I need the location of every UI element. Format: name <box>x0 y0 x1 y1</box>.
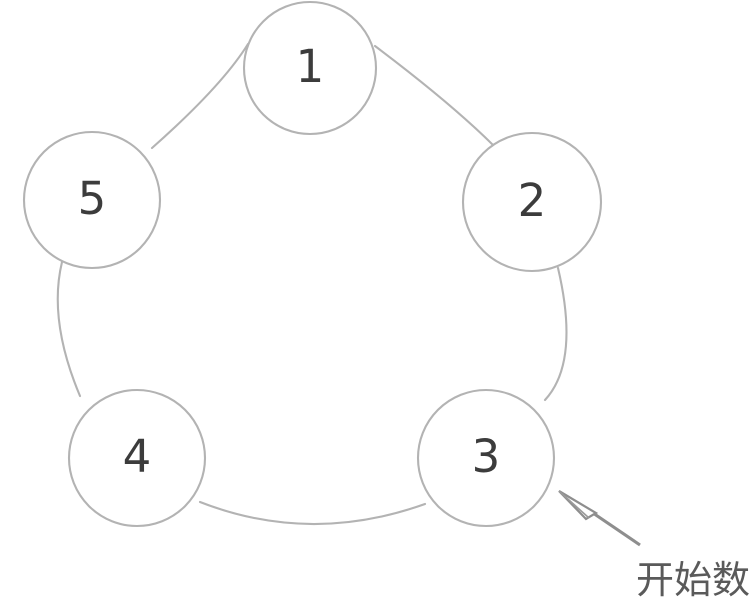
arrow-shaft <box>589 509 641 547</box>
node-3[interactable]: 3 <box>416 388 556 528</box>
node-5-label: 5 <box>78 172 107 225</box>
annotation-arrow <box>558 490 641 547</box>
ring-edges-group <box>56 42 568 526</box>
node-5-circle[interactable] <box>22 130 162 270</box>
edge-3-to-4 <box>198 500 427 526</box>
node-2-label: 2 <box>518 174 547 227</box>
node-4-label: 4 <box>123 430 152 483</box>
node-1-circle[interactable] <box>242 0 378 136</box>
edge-1-to-2 <box>373 44 496 148</box>
node-2[interactable]: 2 <box>461 131 603 273</box>
edge-2-to-3 <box>543 266 568 402</box>
edge-4-to-5 <box>56 260 82 398</box>
node-5[interactable]: 5 <box>22 130 162 270</box>
arrow-head-crease <box>558 490 590 519</box>
edge-5-to-1 <box>150 42 250 150</box>
node-1-label: 1 <box>296 40 325 93</box>
arrow-head-icon <box>558 490 599 521</box>
node-3-label: 3 <box>472 430 501 483</box>
node-1[interactable]: 1 <box>242 0 378 136</box>
node-2-circle[interactable] <box>461 131 603 273</box>
node-4[interactable]: 4 <box>67 388 207 528</box>
annotation-label: 开始数 <box>636 558 750 602</box>
node-3-circle[interactable] <box>416 388 556 528</box>
node-4-circle[interactable] <box>67 388 207 528</box>
